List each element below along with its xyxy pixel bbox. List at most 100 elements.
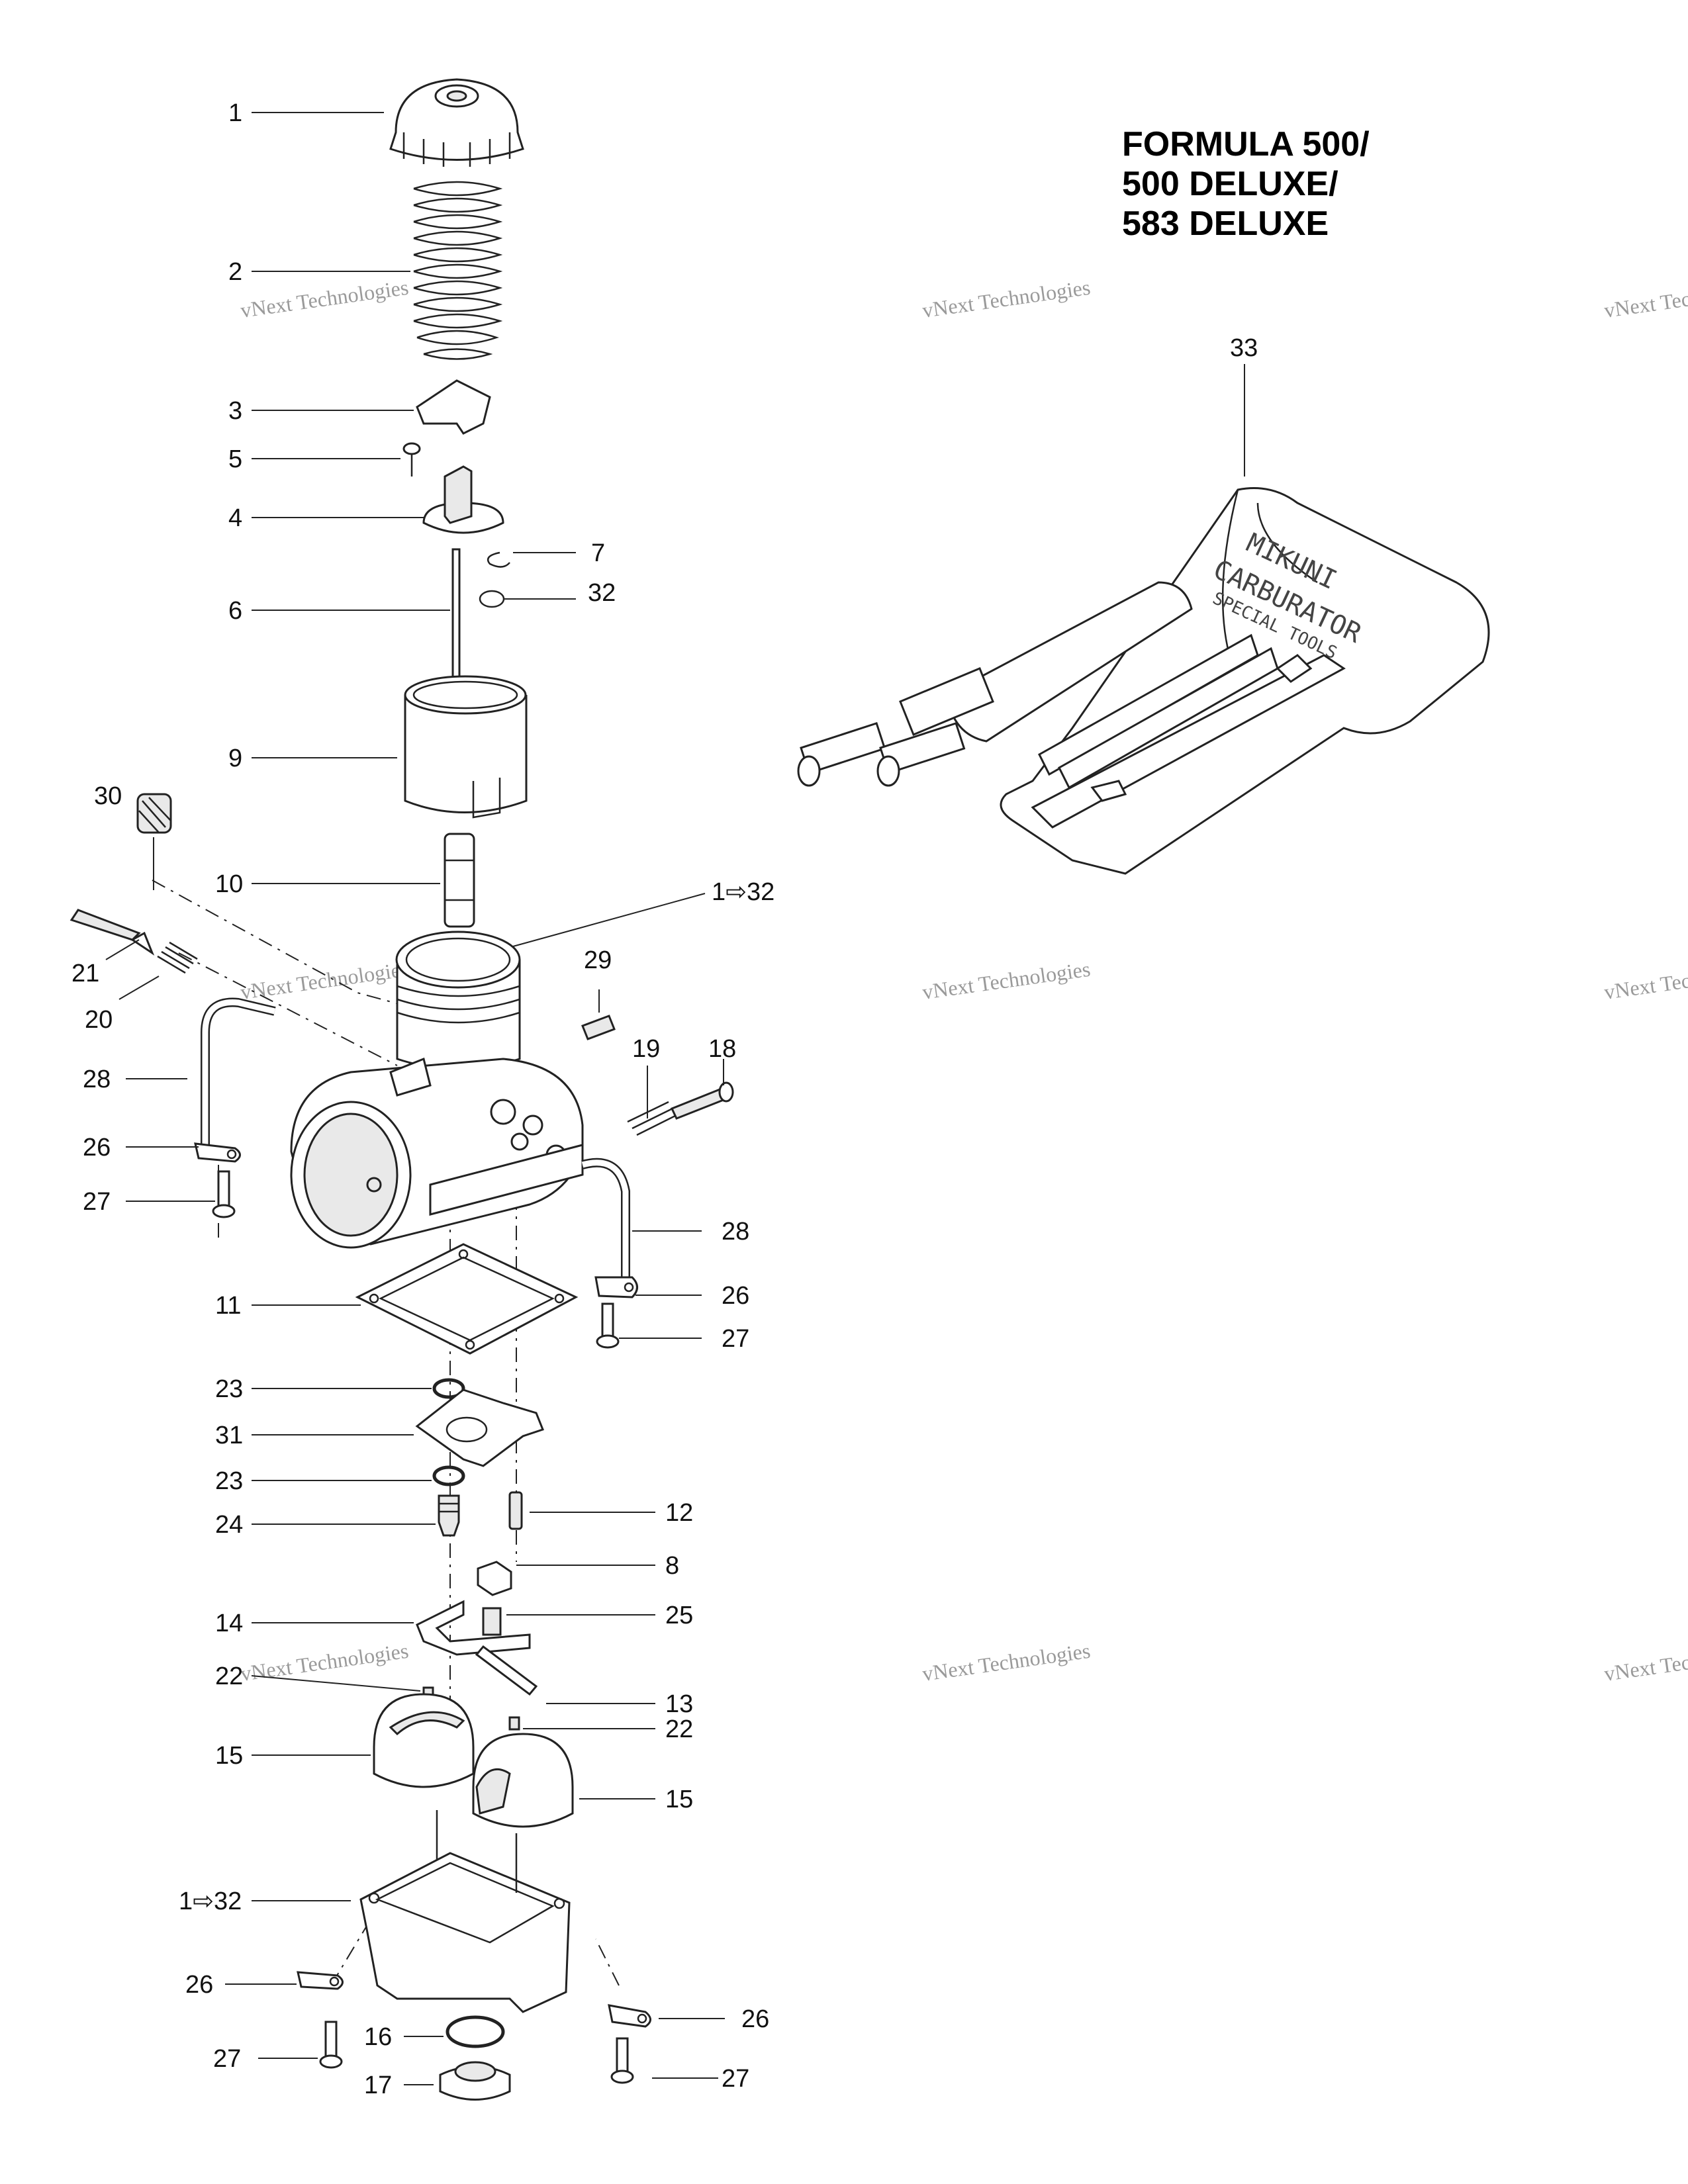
- callout-27-right-top: 27: [722, 1325, 749, 1353]
- watermark-text: vNext Technologies: [921, 275, 1092, 322]
- part-drain-o-ring: [445, 2015, 505, 2048]
- callout-3: 3: [228, 397, 242, 425]
- callout-26-left-top: 26: [83, 1134, 111, 1161]
- part-pilot-jet: [508, 1491, 523, 1530]
- title-line-3: 583 DELUXE: [1122, 205, 1329, 243]
- part-special-tools-kit: MIKUNI CARBURATOR SPECIAL TOOLS: [797, 487, 1490, 875]
- part-e-clip: [487, 551, 510, 568]
- watermark-text: vNext Technologies: [1603, 275, 1688, 322]
- part-small-screw: [402, 442, 421, 477]
- part-o-ring: [479, 590, 505, 608]
- part-screw-right-bottom: [610, 2037, 634, 2084]
- callout-29: 29: [584, 946, 612, 974]
- callout-27-left-top: 27: [83, 1188, 111, 1216]
- callout-16: 16: [364, 2023, 392, 2051]
- callout-26-left-bottom: 26: [185, 1971, 213, 1999]
- callout-9: 9: [228, 745, 242, 772]
- part-bracket-right-bottom: [608, 2004, 651, 2028]
- part-vent-tube-left: [201, 997, 276, 1145]
- callout-8: 8: [665, 1552, 679, 1580]
- callout-6: 6: [228, 597, 242, 625]
- callout-25: 25: [665, 1602, 693, 1629]
- callout-21: 21: [71, 960, 99, 987]
- callout-28-right: 28: [722, 1218, 749, 1246]
- part-bracket-right-top: [594, 1276, 638, 1298]
- watermark-text: vNext Technologies: [921, 1639, 1092, 1686]
- callout-15-right: 15: [665, 1786, 693, 1813]
- callout-14: 14: [215, 1610, 243, 1637]
- title-line-2: 500 DELUXE/: [1122, 165, 1338, 203]
- part-baffle-plate: [415, 1388, 544, 1467]
- callout-20: 20: [85, 1006, 113, 1034]
- watermark-text: vNext Technologies: [921, 957, 1092, 1004]
- part-screw-left-bottom: [319, 2021, 343, 2069]
- callout-32: 32: [588, 579, 616, 607]
- watermark-text: vNext Technologies: [1603, 957, 1688, 1004]
- part-adjusting-screw: [70, 909, 155, 956]
- callout-28-left: 28: [83, 1066, 111, 1093]
- callout-4: 4: [228, 504, 242, 532]
- part-screw-spring: [157, 941, 198, 974]
- callout-17: 17: [364, 2071, 392, 2099]
- part-jet-needle: [451, 548, 461, 683]
- part-float-right: [472, 1733, 574, 1828]
- part-needle-plate: [422, 465, 504, 534]
- callout-27-left-bottom: 27: [213, 2045, 241, 2073]
- callout-1: 1: [228, 99, 242, 127]
- part-float-left: [373, 1693, 475, 1788]
- callout-23-bottom: 23: [215, 1467, 243, 1495]
- callout-7: 7: [591, 539, 605, 567]
- callout-5: 5: [228, 445, 242, 473]
- callout-10: 10: [215, 870, 243, 898]
- callout-labels: 1 2 3 5 4 7 6 32 9 30 10 1⇨32 21 29 20 1…: [71, 99, 1258, 2099]
- callout-12: 12: [665, 1499, 693, 1527]
- callout-13: 13: [665, 1690, 693, 1718]
- part-spring: [413, 181, 503, 360]
- part-carburetor-body: [290, 931, 584, 1249]
- title-line-1: FORMULA 500/: [1122, 125, 1370, 163]
- callout-15-left: 15: [215, 1742, 243, 1770]
- part-float-arm: [416, 1600, 531, 1656]
- part-bracket-left-bottom: [297, 1971, 344, 1990]
- part-float-chamber-gasket: [355, 1243, 579, 1355]
- callout-31: 31: [215, 1422, 243, 1449]
- part-throttle-slide: [404, 675, 528, 819]
- part-needle-jet-holder: [444, 833, 475, 928]
- part-needle-valve-seat: [438, 1494, 460, 1537]
- callout-2: 2: [228, 258, 242, 286]
- model-title: FORMULA 500/ 500 DELUXE/ 583 DELUXE: [1122, 125, 1370, 243]
- part-drain-plug: [439, 2061, 511, 2101]
- part-float-bowl: [359, 1810, 571, 2013]
- callout-leaders: [105, 112, 1245, 2085]
- part-knurled-cap: [136, 793, 172, 834]
- watermark-text: vNext Technologies: [239, 275, 410, 322]
- callout-18: 18: [708, 1035, 736, 1063]
- part-screw-left-top: [212, 1170, 236, 1218]
- callout-22-left: 22: [215, 1662, 243, 1690]
- part-washer-top: [432, 1378, 465, 1399]
- part-float-tab-right: [508, 1716, 520, 1731]
- part-main-jet: [477, 1561, 512, 1596]
- callout-19: 19: [632, 1035, 660, 1063]
- callout-22-right: 22: [665, 1715, 693, 1743]
- part-cap: [389, 78, 524, 167]
- callout-11: 11: [215, 1292, 241, 1320]
- part-screw-right-top: [596, 1302, 620, 1349]
- part-bracket-left-top: [194, 1142, 241, 1163]
- watermark-text: vNext Technologies: [1603, 1639, 1688, 1686]
- part-washer-bottom: [432, 1465, 465, 1486]
- callout-26-right-bottom: 26: [741, 2005, 769, 2033]
- callout-24: 24: [215, 1511, 243, 1539]
- callout-1-32-bottom: 1⇨32: [179, 1888, 242, 1915]
- part-pilot-screw-small: [581, 1015, 616, 1040]
- part-idle-spring: [627, 1101, 677, 1136]
- part-jet-holder: [482, 1607, 502, 1636]
- part-retainer: [416, 379, 491, 435]
- callout-1-32-top: 1⇨32: [712, 878, 774, 906]
- callout-27-right-bottom: 27: [722, 2065, 749, 2093]
- watermark-text: vNext Technologies: [239, 1639, 410, 1686]
- callout-23-top: 23: [215, 1375, 243, 1403]
- callout-26-right-top: 26: [722, 1282, 749, 1310]
- callout-30: 30: [94, 782, 122, 810]
